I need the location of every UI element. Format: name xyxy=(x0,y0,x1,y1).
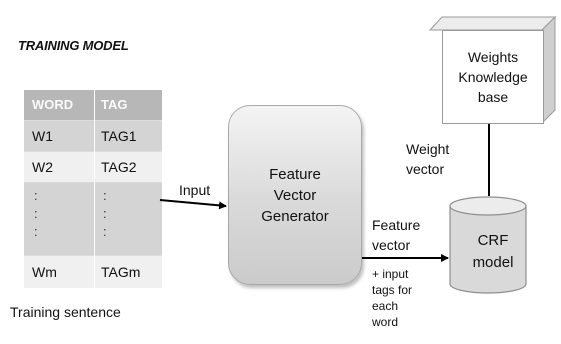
table-cell-tag: TAGm xyxy=(101,264,141,280)
ellipsis-mark: : xyxy=(34,206,38,221)
input-arrow xyxy=(159,199,227,210)
weight-vector-label: Weight vector xyxy=(406,139,449,179)
feature-vector-line: Feature xyxy=(372,217,421,233)
generator-label-line: Vector xyxy=(273,186,317,204)
training-sentence-caption: Training sentence xyxy=(10,304,121,320)
table-header-word: WORD xyxy=(32,97,74,112)
table-header-tag: TAG xyxy=(101,97,128,112)
kb-label-line: Knowledge xyxy=(458,69,528,85)
table-cell-word: Wm xyxy=(32,264,57,280)
crf-model-label: CRF model xyxy=(455,230,531,274)
input-label: Input xyxy=(179,182,211,198)
ellipsis-mark: : xyxy=(34,224,38,239)
table-cell-tag: TAG2 xyxy=(101,159,137,175)
feature-vector-generator-box: Feature Vector Generator xyxy=(228,105,362,285)
table-cell-word: W2 xyxy=(32,159,53,175)
tags-note-line: + input xyxy=(372,267,409,281)
tags-note-line: each xyxy=(372,299,399,313)
kb-label-line: base xyxy=(477,89,509,105)
feature-vector-line: vector xyxy=(372,237,411,253)
table-column-divider xyxy=(94,90,95,288)
kb-label-line: Weights xyxy=(467,49,519,65)
training-sentence-table: WORD TAG W1 TAG1 W2 TAG2 : : : : : : Wm … xyxy=(24,90,162,288)
tags-note-line: word xyxy=(372,315,399,329)
crf-label-line: CRF xyxy=(477,232,509,249)
table-row: W2 TAG2 xyxy=(24,152,162,182)
ellipsis-mark: : xyxy=(103,224,107,239)
tags-note-line: tags for xyxy=(372,283,413,297)
table-ellipsis-row: : : : : : : xyxy=(24,183,162,255)
ellipsis-mark: : xyxy=(34,188,38,203)
table-row: W1 TAG1 xyxy=(24,121,162,151)
crf-model-cylinder xyxy=(449,196,527,294)
feature-vector-label: Feature vector xyxy=(372,215,420,255)
ellipsis-mark: : xyxy=(103,206,107,221)
weight-vector-line: vector xyxy=(406,161,445,177)
crf-label-line: model xyxy=(472,254,514,271)
generator-label-line: Feature xyxy=(269,165,321,183)
weight-vector-line: Weight xyxy=(406,141,450,157)
generator-label-line: Generator xyxy=(261,207,329,225)
diagram-title: TRAINING MODEL xyxy=(18,38,129,53)
table-row: Wm TAGm xyxy=(24,256,162,288)
table-header-row: WORD TAG xyxy=(24,90,162,120)
weights-knowledge-base-box: Weights Knowledge base xyxy=(442,30,544,124)
cube-top-face xyxy=(428,16,557,31)
tags-note: + input tags for each word xyxy=(372,266,412,330)
ellipsis-mark: : xyxy=(103,188,107,203)
table-cell-tag: TAG1 xyxy=(101,128,137,144)
table-cell-word: W1 xyxy=(32,128,53,144)
